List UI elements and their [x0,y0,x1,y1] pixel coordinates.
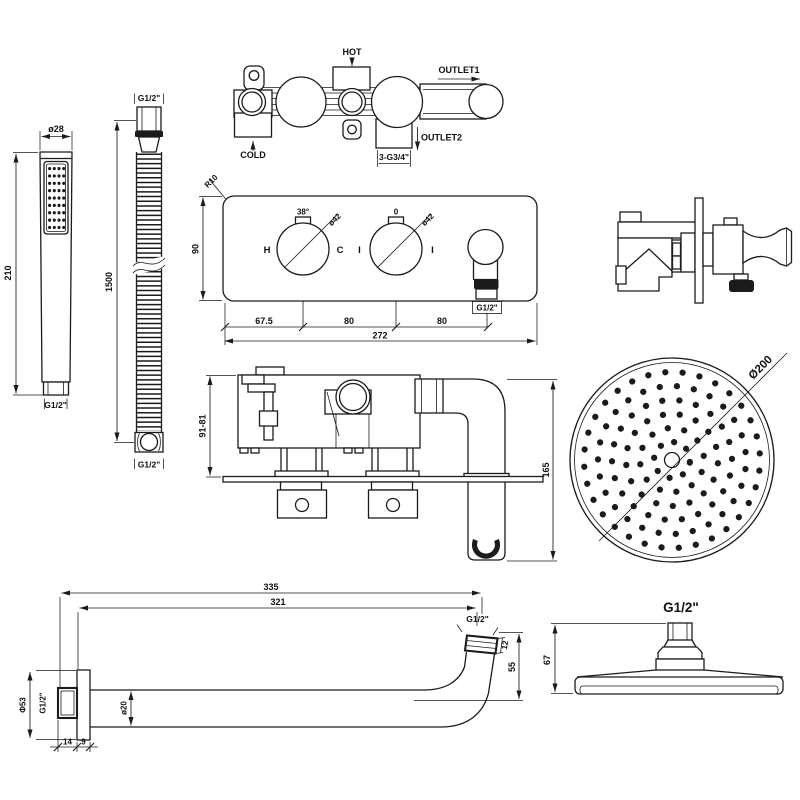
cartridge-2 [367,489,419,519]
outlet-drop-pipe [467,482,506,561]
outlet2-label: OUTLET2 [421,133,462,143]
diverter-left-label: I [358,245,361,256]
arm-tube [90,653,496,728]
handshower-diameter-label: ø28 [48,124,64,134]
hand-shower-front-view: ø28 210 G1/2" [3,124,73,410]
handshower-connector [42,381,70,396]
arm-drop-label: 55 [507,662,517,672]
plate-width-label: 272 [372,331,387,341]
arm-wall-thread-label: G1/2" [39,692,48,713]
head-inlet-nipple [667,622,693,641]
arm-length-label: 321 [270,597,285,607]
shower-hose-view: G1/2" G1/2" 1500 [104,93,166,470]
outlet-thread-band [729,280,754,292]
corner-radius-label: R10 [203,172,220,189]
handshower-thread-label: G1/2" [44,400,66,410]
arm-flange-dia-label: Φ53 [19,697,28,713]
cold-label: COLD [240,150,266,160]
plate-height-label: 90 [191,244,201,254]
arm-tube-dia-label: ø20 [120,701,129,715]
holder-body [712,224,744,275]
hot-side-label: H [264,245,271,256]
arm-escutcheon [76,669,91,741]
arm-esc-label: 14 [63,738,72,747]
handshower-body [39,151,73,383]
trim-outlet-elbow [467,228,504,266]
hot-inlet-port [332,66,371,91]
outlet1-label: OUTLET1 [438,65,479,75]
shower-head-face-view: Ø200 [569,352,788,563]
diverter-right-label: I [431,245,434,256]
wall-outlet-elbow-view [615,197,793,304]
arm-plate-label: 9 [81,738,86,747]
center-inlet-boss [335,379,371,415]
shower-arm-side-view: 335 321 G1/2" 12 55 ø20 Φ53 G1/2" 14 9 [19,582,523,752]
seg1-label: 67.5 [255,316,273,326]
wall-flange [694,197,704,304]
head-thread-label: G1/2" [663,600,699,615]
valve-body-top-view: HOT COLD OUTLET1 OUTLET2 3-G3/4" [233,47,504,167]
arm-end-fitting [463,634,499,655]
bracket-body [617,237,673,292]
hose-top-fitting [136,106,162,132]
arm-total-label: 335 [263,582,278,592]
cartridge-1 [276,489,328,519]
outlet-thread-label: G1/2" [476,304,497,313]
hose-thread-top-label: G1/2" [138,93,160,103]
handshower-spray-face [43,160,69,235]
head-center-hub [663,451,681,469]
diverter-zero-label: 0 [394,208,399,217]
arm-wall-fitting [56,686,79,720]
head-diameter-label: Ø200 [747,354,775,382]
valve-chamber-1 [275,76,327,128]
arm-thread-label: G1/2" [466,614,488,624]
valve-rough-in-side-view: 91-81 165 [198,366,557,562]
handshower-hook [471,538,501,559]
hose-bottom-nut [134,431,164,453]
temp-setting-label: 38° [297,208,309,217]
ports-thread-label: 3-G3/4" [379,152,409,162]
holder-grip [742,227,793,267]
hose-break-symbol [133,256,165,275]
valve-trim-front-view: R10 90 38° ø42 H C 0 ø42 I I G1/2" 67.5 … [191,172,538,345]
head-height-label: 67 [542,655,552,665]
valve-chamber-2 [370,75,424,129]
seg2-label: 80 [344,316,354,326]
cold-side-label: C [337,245,344,256]
hose-thread-bottom-label: G1/2" [138,460,160,470]
hot-label: HOT [343,47,363,57]
shower-head-side-view: G1/2" 67 [542,600,784,695]
hose-length-label: 1500 [104,272,114,292]
cold-inlet-port [233,112,273,138]
handshower-length-label: 210 [3,265,13,280]
rough-in-height-label: 165 [541,462,551,477]
seg3-label: 80 [437,316,447,326]
rough-in-wall-plate [222,475,544,483]
rough-in-depth-label: 91-81 [198,414,208,437]
head-disc [574,676,784,695]
arm-tip-label: 12 [500,639,511,650]
